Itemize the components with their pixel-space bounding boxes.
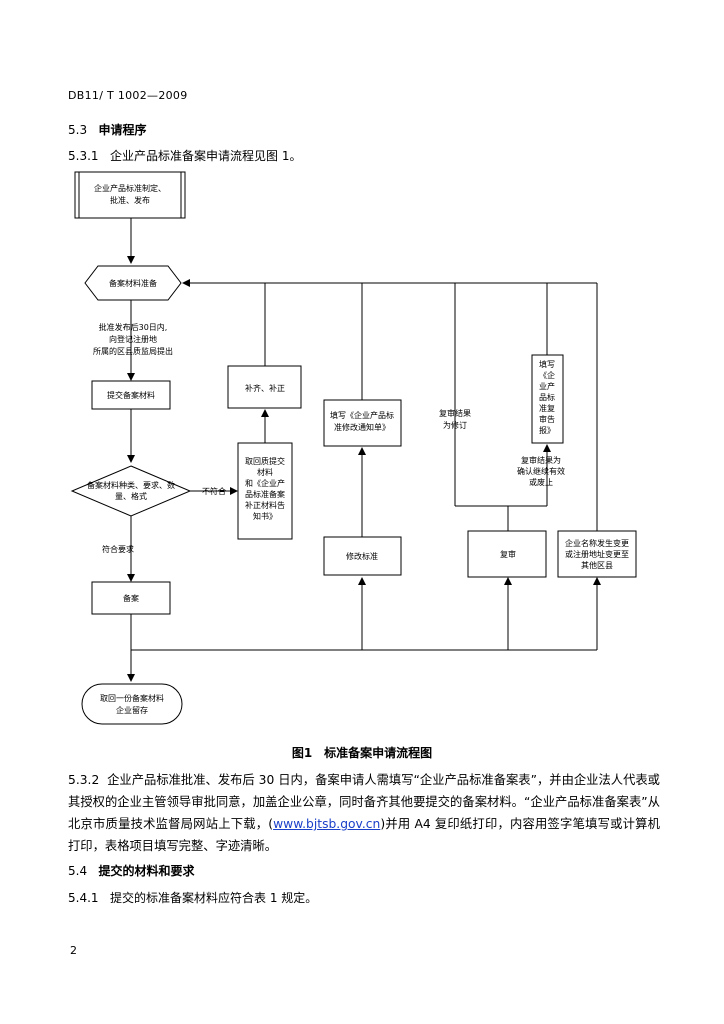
decision-line-1: 备案材料种类、要求、数 [87,480,175,490]
fill-notice-1: 填写《企业产品标 [330,410,394,420]
name-change-3: 其他区县 [581,560,613,570]
modify-label: 修改标准 [346,551,378,561]
document-header: DB11/ T 1002—2009 [68,89,188,102]
end-line-2: 企业留存 [116,705,148,715]
end-line-1: 取回一份备案材料 [100,693,164,703]
not-conform-label: 不符合 [202,486,226,496]
return-notice-1: 取回质提交 [245,456,285,466]
clause-text: 提交的标准备案材料应符合表 1 规定。 [110,891,318,905]
note-30days-1: 批准发布后30日内, [99,322,168,332]
start-line-1: 企业产品标准制定、 [94,183,166,193]
decision-diamond [70,465,192,517]
fill-review-6: 审告 [539,414,555,424]
start-box [74,171,186,219]
fill-review-box [531,354,564,444]
clause-number: 5.4.1 [68,891,99,905]
review-result-2: 为修订 [443,420,467,430]
review-result-1: 复审结果 [439,408,471,418]
review-confirm-2: 确认继续有效 [517,466,565,476]
figure-caption: 图1 标准备案申请流程图 [291,746,433,760]
decision-line-2: 量、格式 [115,491,147,501]
fill-notice-2: 准修改通知单》 [334,422,390,432]
supplement-label: 补齐、补正 [245,383,285,393]
clause-text: 企业产品标准批准、发布后 30 日内，备案申请人需填写“企业产品标准备案表”，并… [68,773,660,831]
review-confirm-1: 复审结果为 [521,455,561,465]
name-change-1: 企业名称发生变更 [565,538,629,548]
section-title: 提交的材料和要求 [98,864,195,878]
fill-review-3: 业产 [539,381,555,391]
fill-notice-box [323,399,402,447]
filing-label: 备案 [123,593,139,603]
return-notice-5: 补正材料告 [245,500,285,510]
start-line-2: 批准、发布 [110,195,150,205]
fill-review-1: 填写 [539,359,555,369]
prepare-hexagon [84,265,182,301]
note-30days-2: 向登记注册地 [109,334,157,344]
conform-label: 符合要求 [102,544,134,554]
clause-5-3-1: 5.3.1 企业产品标准备案申请流程见图 1。 [68,147,301,164]
section-title: 申请程序 [98,123,147,137]
review-label: 复审 [500,549,516,559]
clause-5-4-1: 5.4.1 提交的标准备案材料应符合表 1 规定。 [68,889,317,906]
page-number: 2 [70,944,77,957]
clause-number: 5.3.2 [68,773,100,787]
section-number: 5.3 [68,123,88,137]
prepare-label: 备案材料准备 [109,278,157,288]
modify-box [323,536,402,576]
clause-text: 企业产品标准备案申请流程见图 1。 [110,149,302,163]
submit-label: 提交备案材料 [107,390,155,400]
fill-review-2: 《企 [539,370,555,380]
return-notice-3: 和《企业产 [245,478,285,488]
section-5-3-heading: 5.3 申请程序 [68,121,147,138]
clause-5-3-2: 5.3.2 企业产品标准批准、发布后 30 日内，备案申请人需填写“企业产品标准… [68,769,660,857]
return-notice-4: 品标准备案 [245,489,285,499]
end-terminal [81,683,183,725]
clause-text-cont: )并用 A4 复印纸打印，内容用签字笔填写或计算机打印，表格项目填写完整、字迹清… [68,817,660,853]
return-notice-6: 知书》 [253,511,277,521]
flowchart: 企业产品标准制定、 批准、发布 备案材料准备 批准发布后30日内, 向登记注册地… [70,171,637,725]
fill-review-5: 准复 [539,403,555,413]
clause-number: 5.3.1 [68,149,99,163]
section-number: 5.4 [68,864,88,878]
review-confirm-3: 或废止 [529,477,553,487]
return-notice-2: 材料 [257,467,273,477]
website-link[interactable]: www.bjtsb.gov.cn [273,817,381,831]
fill-review-7: 报》 [539,425,555,435]
name-change-2: 或注册地址变更至 [565,549,629,559]
fill-review-4: 品标 [539,392,555,402]
note-30days-3: 所属的区县质监局提出 [93,346,173,356]
section-5-4-heading: 5.4 提交的材料和要求 [68,862,195,879]
